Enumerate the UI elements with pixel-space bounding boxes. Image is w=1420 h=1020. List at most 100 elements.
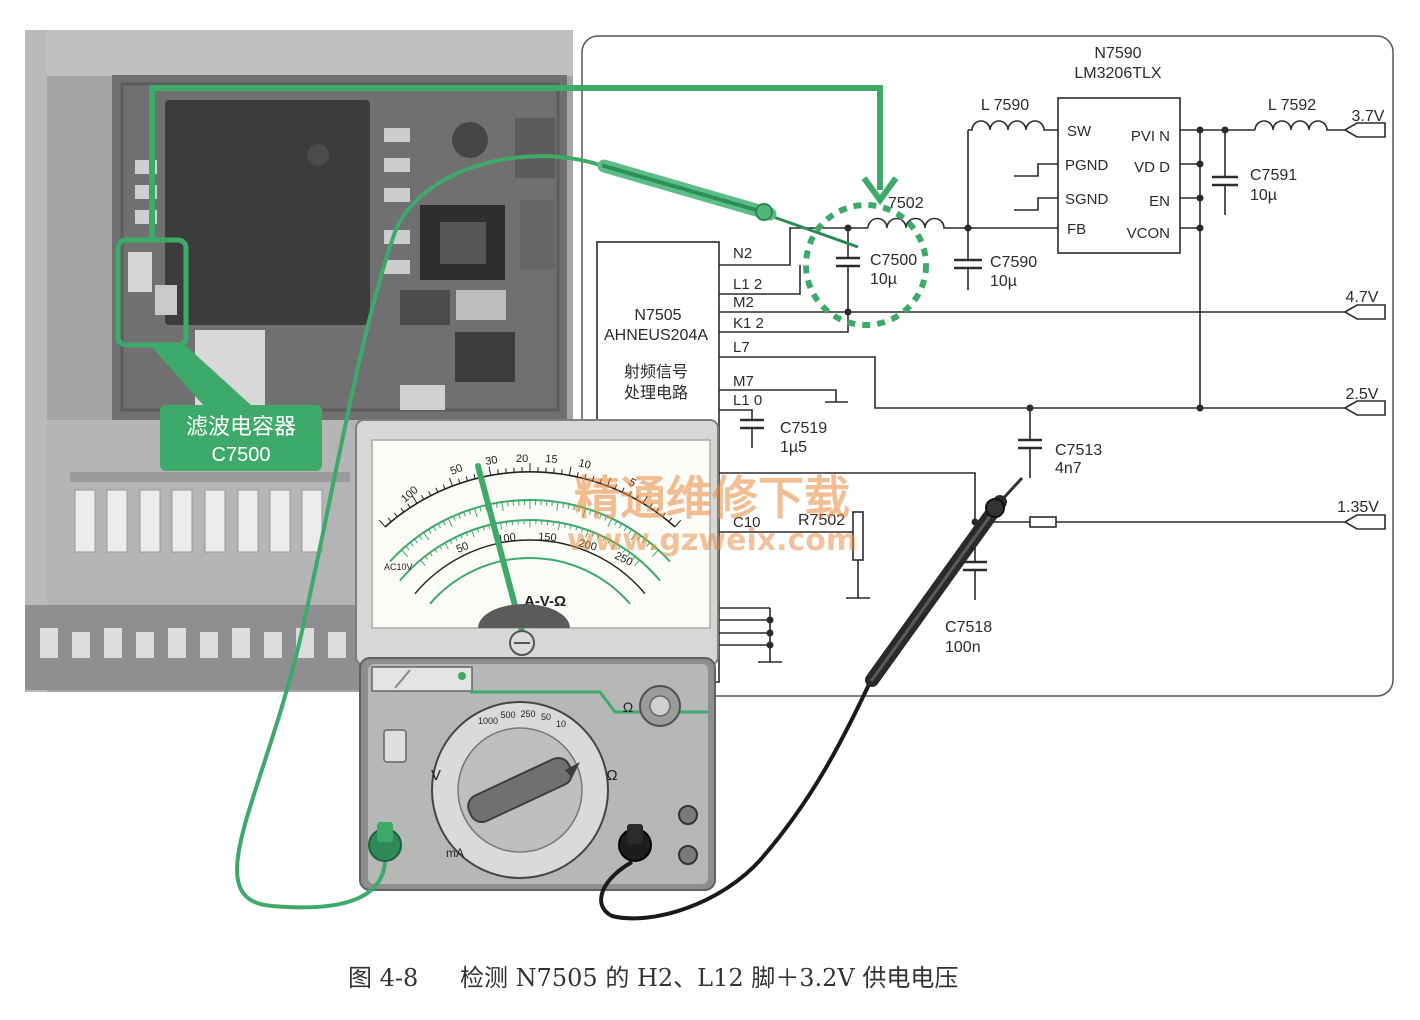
scale-tick [439,545,443,550]
scale-tick [428,491,432,497]
callout-line1: 滤波电容器 [186,415,296,440]
scale-tick [617,545,621,550]
terminal-1v35 [1343,514,1386,530]
scale-tick [479,506,482,512]
scale-tick [650,545,655,551]
n7505-pin-m7: M7 [733,373,754,390]
scale-tick [602,537,606,542]
scale-tick [447,518,453,527]
annotations: 滤波电容器 C7500 [115,85,929,471]
scale-tick [420,559,426,566]
scale-tick [585,530,589,538]
n7505-pin-n2: N2 [733,245,752,262]
volt-scale-label: 200 [577,537,598,553]
ohm-scale-label: 20 [516,453,528,465]
scale-tick [552,521,555,526]
c7591-ref: C7591 [1250,167,1297,184]
volt-scale-label: 100 [497,532,517,546]
scale-tick [418,535,423,541]
scale-tick [637,535,642,541]
scale-tick [622,548,626,553]
n7590-pin-pvin: PVI N [1131,128,1170,145]
scale-tick [505,521,508,526]
scale-tick [561,469,563,475]
pad [200,632,218,658]
n7590-ref: N7590 [1094,45,1141,62]
scale-tick [606,477,612,487]
ac-scale-label: AC10V [384,562,413,572]
scale-tick [434,548,438,553]
scale-tick [632,555,636,560]
n7505-pin-l7: L7 [733,339,750,356]
scale-tick [484,505,487,511]
pad [204,489,226,553]
junction-dot [844,308,852,316]
rail-label-3v7: 3.7V [1352,108,1385,125]
rail-label-2v5: 2.5V [1346,386,1379,403]
n7590-pin-pgnd: PGND [1065,157,1109,174]
pad [72,632,90,658]
scale-tick [607,539,611,544]
c7513-plates [1018,438,1042,450]
c7519-value: 1µ5 [780,439,807,456]
scale-tick [432,526,437,532]
c7500-value: 10µ [870,271,897,288]
n7590-pin-vdd: VD D [1134,159,1170,176]
c7518-value: 100n [945,639,981,656]
scale-tick [442,520,446,526]
junction-dot [766,641,774,649]
ohm-scale-label: 50 [449,462,465,478]
callout-connector [150,345,252,406]
multimeter: 100 50 30 20 15 10 5 50 100 150 200 250 … [355,419,719,891]
callout-box [160,405,322,471]
watermark-line1: 精通维修下载 [574,471,850,525]
n7505-pin-c10: C10 [733,514,761,531]
zero-adjust-cap [649,695,671,717]
ohm-scale-label: 5 [627,476,638,489]
scale-tick [568,466,572,476]
c7513-value: 4n7 [1055,460,1082,477]
l7502-inductor [867,217,1058,229]
volt-scale-label: 50 [455,540,471,556]
scale-tick [576,472,579,478]
terminal-4v7 [1343,304,1386,320]
n7590-pin-sgnd: SGND [1065,191,1109,208]
c7590-ref: C7590 [990,254,1037,271]
volt-scale-label: 150 [538,531,557,544]
pad [40,628,58,658]
scale-tick [468,509,472,515]
scale-tick [614,520,618,526]
l7592-label: L 7592 [1268,97,1316,114]
scale-tick [473,474,476,480]
smd-part [155,285,177,315]
c7591-value: 10µ [1250,187,1277,204]
scale-tick [378,519,386,528]
pad [232,628,250,658]
n7505-part: AHNEUS204A [604,327,708,344]
pad [171,489,193,553]
n7505-ref: N7505 [634,307,681,324]
scale-tick [575,526,578,531]
scale-tick [437,523,442,529]
scale-tick [569,524,572,530]
n7505-pin-k12: K1 2 [733,315,764,332]
black-plug-body [627,824,643,844]
scale-tick [409,542,414,547]
pad [237,489,259,553]
scale-tick [573,505,576,511]
pad [269,489,291,553]
smd-part [384,128,410,142]
sgnd-ground [1014,197,1058,211]
probes [235,154,1024,921]
scale-tick [414,538,419,544]
scale-tick [465,532,469,537]
indicator-led [458,672,466,680]
dial-ohm-label: Ω [606,767,617,784]
scale-tick [580,528,584,533]
resistor-1v35 [1029,516,1057,528]
c7519-plates [740,418,764,430]
scale-tick [435,487,439,493]
scale-tick [594,511,597,517]
scale-tick [501,502,504,512]
chip-logo [307,144,329,166]
